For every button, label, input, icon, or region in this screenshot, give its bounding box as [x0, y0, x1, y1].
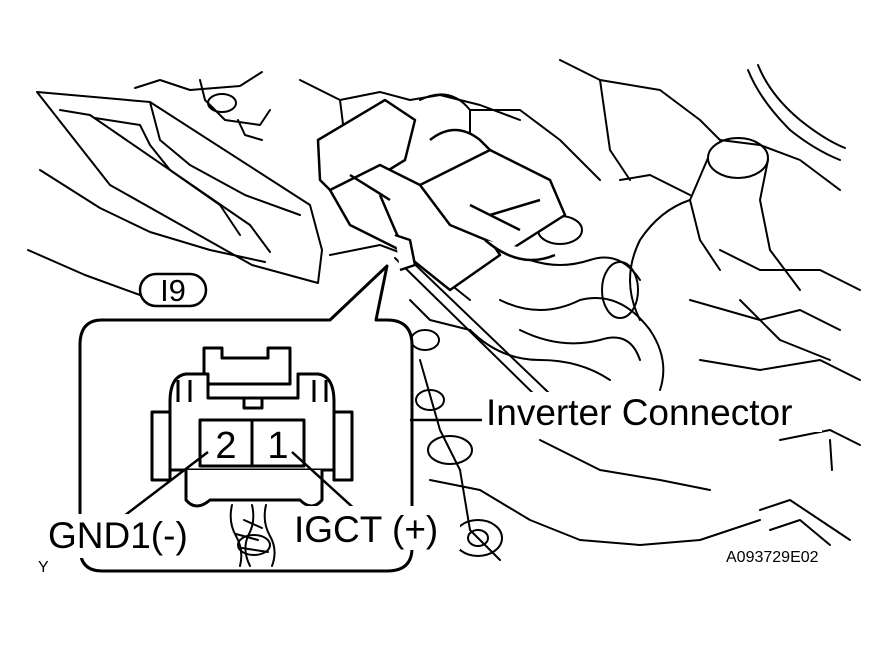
figure-code: A093729E02	[726, 549, 819, 566]
pin-1-signal-label: IGCT (+)	[294, 509, 438, 550]
pin-1-number: 1	[267, 425, 288, 467]
inverter-connector-body	[316, 98, 567, 292]
component-label: Inverter Connector	[486, 392, 792, 433]
pin-2-signal-label: GND1(-)	[48, 515, 188, 556]
connector-id-badge: I9	[138, 272, 208, 308]
engine-bay-linework	[27, 59, 861, 561]
connector-id-label: I9	[160, 273, 186, 308]
pin-leader-lines	[123, 418, 485, 517]
connector-face-drawing	[150, 346, 354, 508]
pin-2-number: 2	[215, 425, 236, 467]
corner-mark: Y	[38, 559, 49, 576]
wire-harness	[229, 504, 276, 567]
